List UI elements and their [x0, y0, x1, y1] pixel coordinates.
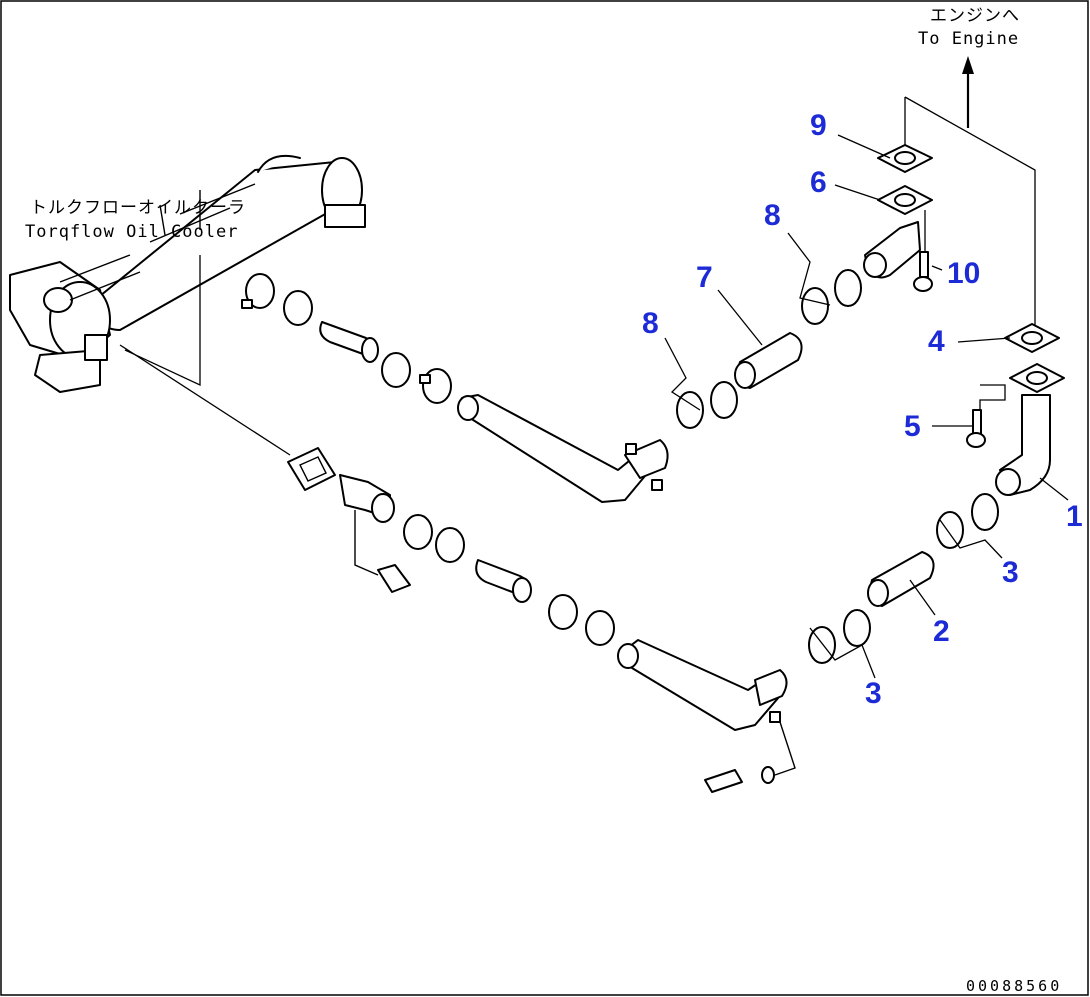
callout-3-upper: 3: [1002, 556, 1019, 589]
callout-1: 1: [1066, 500, 1083, 533]
upper-line-hose: [319, 321, 379, 363]
part-7-hose: [734, 332, 803, 389]
lower-line-hose: [475, 559, 532, 603]
part-3-clamps-upper: [936, 493, 999, 549]
oil-cooler-label-en: Torqflow Oil Cooler: [25, 222, 238, 242]
part-9-gasket: [877, 144, 933, 173]
upper-line-clamps-left: [241, 273, 452, 404]
lower-line-gasket: [287, 447, 336, 491]
oil-cooler-drawing: [9, 154, 366, 393]
callout-8-upper: 8: [764, 199, 781, 232]
part-2-hose: [867, 551, 935, 607]
part-1-elbow-tube: [995, 363, 1065, 496]
lower-line-pipe: [617, 639, 796, 793]
lower-line-flange-tube: [339, 474, 411, 593]
callout-5: 5: [904, 410, 921, 443]
callout-leaders: [664, 134, 1069, 679]
callout-9: 9: [810, 109, 827, 142]
callout-8-lower: 8: [642, 307, 659, 340]
part-5-bolt: [966, 409, 986, 448]
part-3-clamps-lower: [808, 609, 871, 664]
lower-line-clamps-left: [403, 514, 615, 646]
to-engine-label-jp: エンジンへ: [930, 6, 1020, 26]
to-engine-label-en: To Engine: [918, 29, 1019, 49]
callout-3-lower: 3: [865, 677, 882, 710]
part-10-bolt: [913, 251, 933, 292]
part-8-clamps-lower: [676, 381, 738, 429]
part-6-elbow-flange: [863, 185, 933, 279]
upper-line-pipe: [457, 394, 669, 503]
callout-7: 7: [696, 261, 713, 294]
connection-lines: [119, 96, 1036, 456]
to-engine-arrow: [962, 56, 974, 128]
callout-2: 2: [933, 615, 950, 648]
callout-6: 6: [810, 166, 827, 199]
part-8-clamps-upper: [801, 269, 862, 325]
document-id: 00088560: [966, 977, 1062, 995]
callout-4: 4: [928, 325, 945, 358]
part-4-gasket: [1004, 323, 1060, 353]
oil-cooler-label-jp: トルクフローオイルクーラ: [30, 198, 246, 218]
callout-10: 10: [947, 257, 980, 290]
